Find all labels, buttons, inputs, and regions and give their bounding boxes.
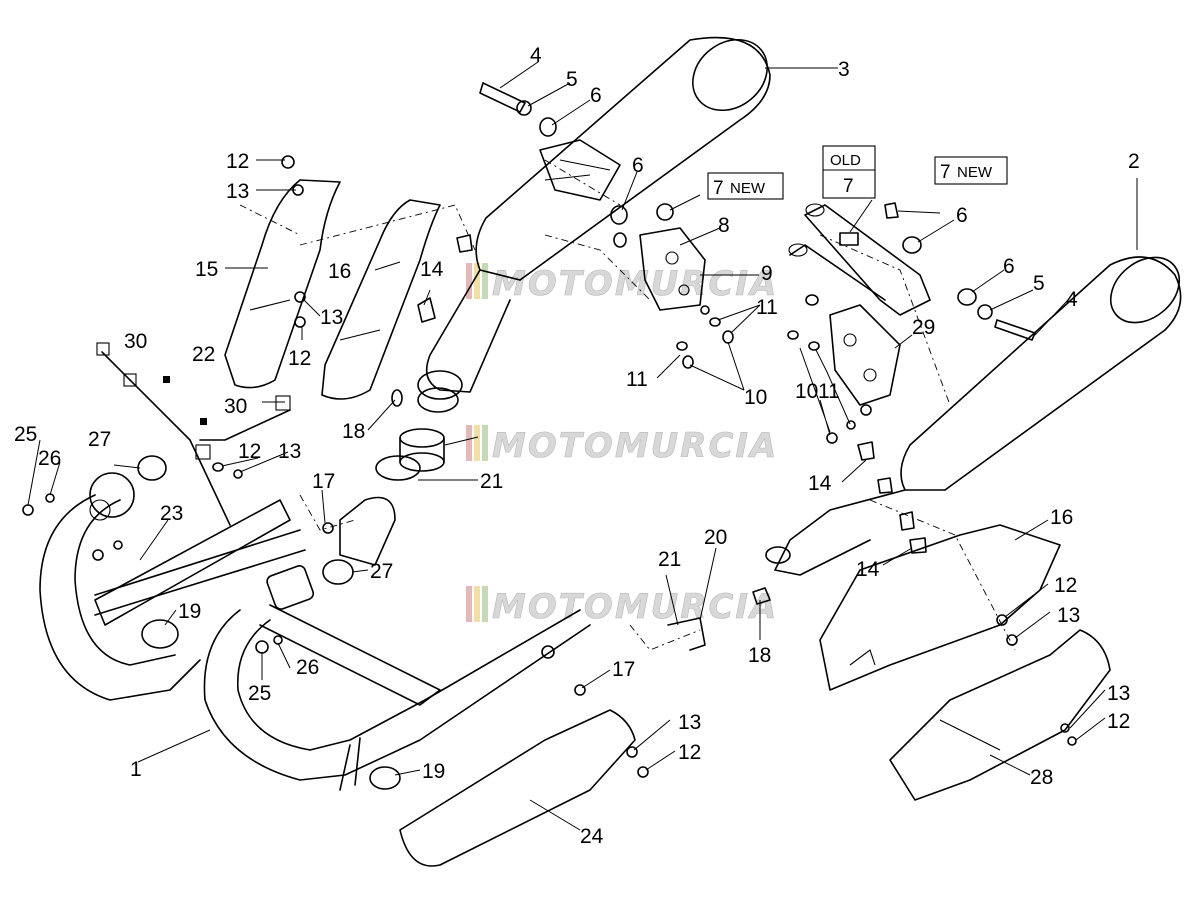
- heat-shield-24: [399, 709, 636, 867]
- label-14-a: 14: [420, 258, 444, 281]
- old-label-box: OLD 7: [822, 145, 876, 199]
- new-label-box-right: 7 NEW: [934, 156, 1008, 185]
- clamp-19-upper: [141, 619, 179, 649]
- label-15: 15: [195, 258, 218, 281]
- svg-text:NEW: NEW: [730, 180, 766, 197]
- label-5-right: 5: [1033, 272, 1045, 295]
- label-12-a: 12: [226, 150, 249, 173]
- svg-text:MOTOMURCIA: MOTOMURCIA: [492, 587, 778, 627]
- assembly-lines: [239, 159, 1016, 651]
- svg-text:MOTOMURCIA: MOTOMURCIA: [492, 426, 778, 466]
- label-11-c: 11: [818, 380, 840, 403]
- label-24: 24: [580, 825, 604, 848]
- label-29: 29: [912, 316, 935, 339]
- label-17-left: 17: [312, 470, 335, 493]
- label-22: 22: [192, 343, 215, 366]
- clamp-19-lower: [369, 766, 401, 790]
- label-26-right: 26: [296, 656, 319, 679]
- label-5-left: 5: [566, 68, 578, 91]
- label-11-b: 11: [626, 368, 648, 391]
- label-6-mid: 6: [632, 154, 644, 177]
- clamp-21: [375, 455, 421, 481]
- hardware: [22, 82, 1077, 778]
- silencer-upper-left: [417, 36, 771, 413]
- new-label-box-left: 7 NEW: [707, 172, 784, 200]
- watermark-middle: MOTOMURCIA: [466, 425, 778, 466]
- label-25-left: 25: [14, 423, 37, 446]
- label-23: 23: [160, 502, 183, 525]
- svg-text:7: 7: [940, 162, 951, 183]
- label-13-b: 13: [320, 306, 343, 329]
- label-13-f: 13: [1107, 682, 1130, 705]
- label-6-top: 6: [590, 84, 602, 107]
- label-25-right: 25: [248, 682, 271, 705]
- label-4-left: 4: [530, 44, 542, 67]
- mid-pipe: [339, 496, 396, 566]
- label-27-right: 27: [370, 560, 393, 583]
- label-12-f: 12: [1107, 710, 1130, 733]
- svg-text:NEW: NEW: [957, 164, 993, 181]
- label-21-right: 21: [658, 548, 681, 571]
- label-16-right: 16: [1050, 506, 1073, 529]
- heat-shield-28: [889, 629, 1111, 801]
- label-6-right1: 6: [956, 204, 968, 227]
- label-1: 1: [130, 758, 142, 781]
- clamp-20: [667, 617, 706, 651]
- label-12-c: 12: [238, 440, 261, 463]
- mount-bracket-left: [639, 227, 706, 311]
- label-14-b: 14: [808, 472, 832, 495]
- label-11-a: 11: [756, 296, 778, 319]
- label-2: 2: [1128, 150, 1140, 173]
- label-13-e: 13: [1057, 604, 1080, 627]
- label-13-a: 13: [226, 180, 249, 203]
- label-26-left: 26: [38, 447, 61, 470]
- label-21-left: 21: [480, 470, 503, 493]
- old-bracket: [788, 203, 931, 316]
- mount-bracket-right: [829, 304, 901, 406]
- label-20: 20: [704, 526, 727, 549]
- label-14-c: 14: [856, 558, 880, 581]
- label-3: 3: [838, 58, 850, 81]
- label-8: 8: [718, 214, 730, 237]
- label-13-d: 13: [678, 711, 701, 734]
- label-10-right: 10: [795, 380, 818, 403]
- watermark-top: MOTOMURCIA: [466, 263, 777, 304]
- watermark-bottom: MOTOMURCIA: [466, 586, 778, 627]
- part-labels: 1 2 3 4 4 5 5 6 6 6 6 8 9 10 10 11 11 11…: [14, 44, 1140, 848]
- label-30-b: 30: [224, 395, 247, 418]
- label-12-b: 12: [288, 347, 311, 370]
- silencer-upper-right: [765, 256, 1182, 576]
- heat-shield-lower-16: [819, 524, 1061, 691]
- label-30-a: 30: [124, 330, 147, 353]
- label-4-right: 4: [1066, 288, 1078, 311]
- label-10-left: 10: [744, 386, 767, 409]
- heat-shield-16: [321, 199, 441, 400]
- label-17-right: 17: [612, 658, 635, 681]
- svg-text:7: 7: [843, 176, 854, 197]
- gasket-27-left: [137, 455, 167, 481]
- lambda-sensor-22: [96, 342, 291, 526]
- label-28: 28: [1030, 766, 1053, 789]
- sleeve-21: [399, 428, 445, 472]
- label-6-right2: 6: [1003, 255, 1015, 278]
- svg-text:OLD: OLD: [830, 152, 861, 169]
- label-12-e: 12: [1054, 574, 1077, 597]
- label-12-d: 12: [678, 741, 701, 764]
- heat-shield-15: [224, 179, 341, 389]
- label-13-c: 13: [278, 440, 301, 463]
- label-16-left: 16: [328, 260, 351, 283]
- label-19-right: 19: [422, 760, 445, 783]
- label-9: 9: [761, 262, 773, 285]
- label-18-left: 18: [342, 420, 365, 443]
- leader-lines: [27, 61, 1138, 831]
- exhaust-headers: [39, 472, 591, 791]
- svg-text:7: 7: [713, 178, 724, 199]
- gasket-27-right: [322, 559, 354, 585]
- link-pipe-23: [94, 499, 291, 626]
- label-19-left: 19: [178, 600, 201, 623]
- label-27-left: 27: [88, 428, 111, 451]
- label-18-right: 18: [748, 644, 771, 667]
